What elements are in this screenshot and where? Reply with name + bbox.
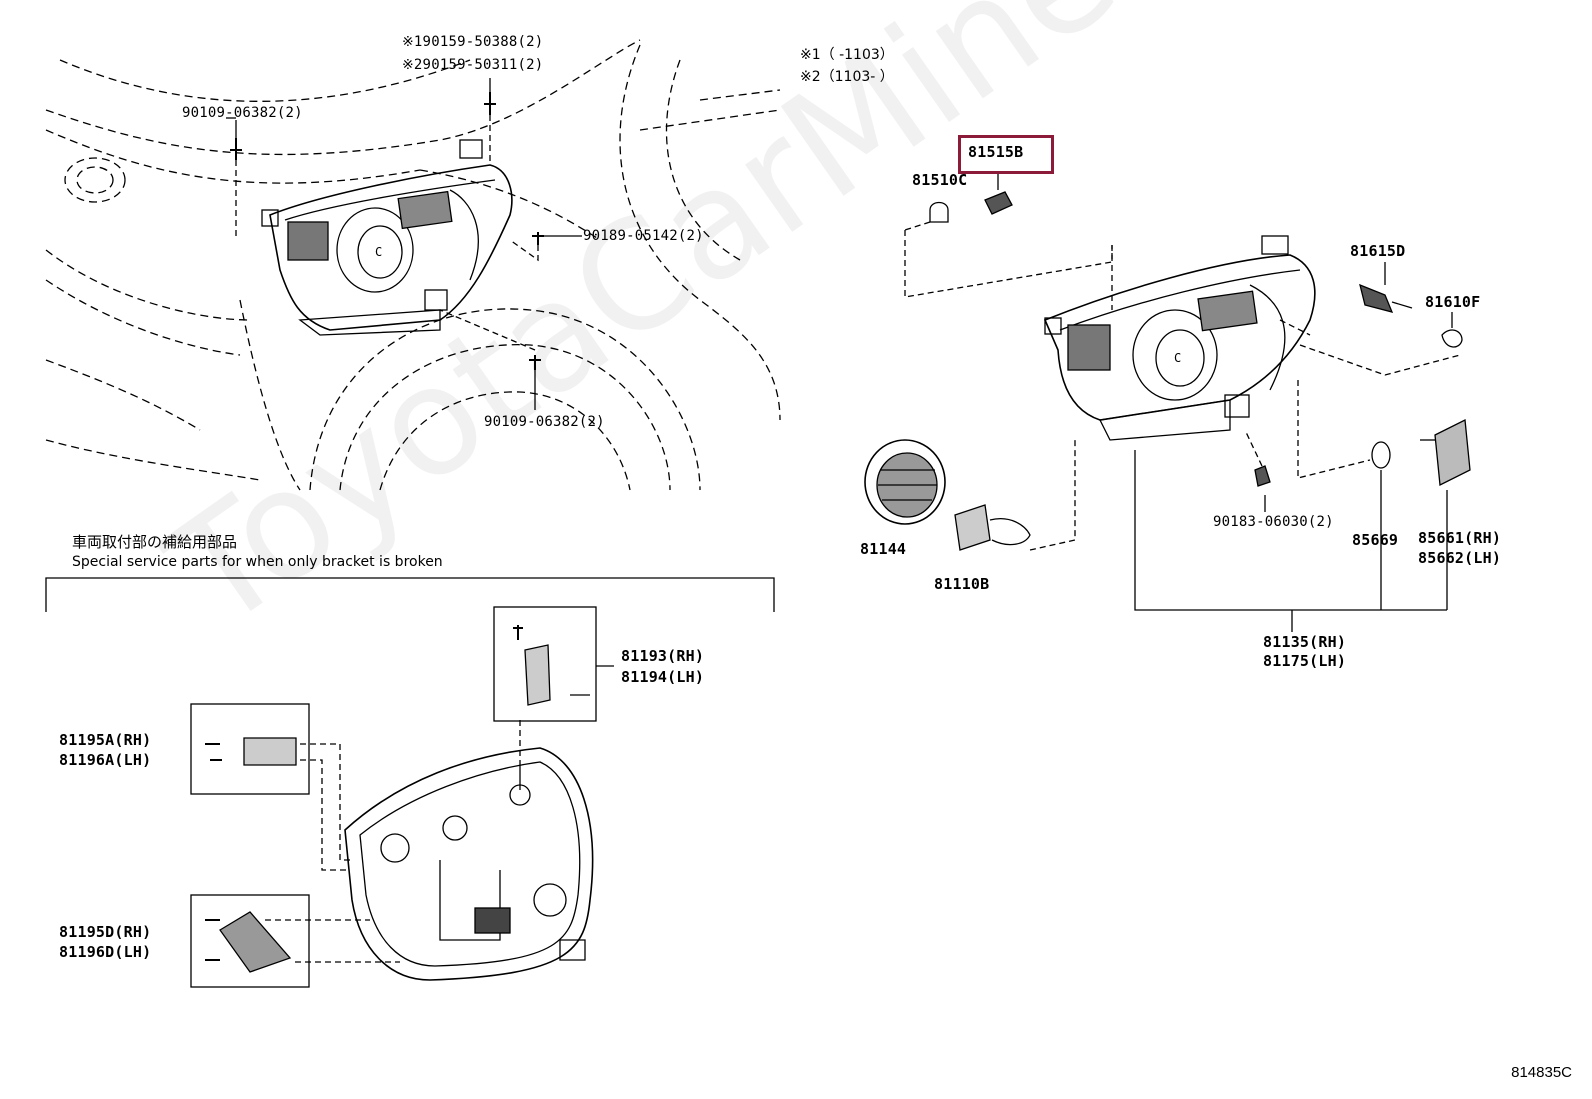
- service-note-en: Special service parts for when only brac…: [72, 554, 443, 570]
- label-81196D[interactable]: 81196D(LH): [59, 943, 152, 961]
- service-parts: [45, 577, 775, 988]
- svg-text:C: C: [375, 245, 382, 259]
- vehicle-front-view: C: [45, 39, 781, 491]
- label-81175[interactable]: 81175(LH): [1263, 652, 1347, 670]
- label-81135[interactable]: 81135(RH): [1263, 633, 1347, 651]
- label-90109-06382-b: 90109-06382(2): [484, 414, 605, 430]
- label-81193[interactable]: 81193(RH): [621, 647, 705, 665]
- label-81610F[interactable]: 81610F: [1425, 293, 1481, 311]
- headlamp-exploded: C: [864, 173, 1471, 632]
- service-note-jp: 車両取付部の補給用部品: [72, 533, 238, 551]
- label-90189-05142: 90189-05142(2): [583, 228, 704, 244]
- diagram-ref-code: 814835C: [1511, 1064, 1572, 1081]
- label-81110B[interactable]: 81110B: [934, 575, 990, 593]
- label-90109-06382-a: 90109-06382(2): [182, 105, 303, 121]
- label-90183-06030[interactable]: 90183-06030(2): [1213, 514, 1334, 530]
- note-2: ※2（1103- ）: [800, 69, 894, 85]
- svg-text:C: C: [1174, 351, 1181, 365]
- label-81515B[interactable]: 81515B: [968, 143, 1024, 161]
- label-81615D[interactable]: 81615D: [1350, 242, 1406, 260]
- label-81196A[interactable]: 81196A(LH): [59, 751, 152, 769]
- label-81144[interactable]: 81144: [860, 540, 907, 558]
- note-1: ※1（ -1103）: [800, 47, 894, 63]
- label-81194[interactable]: 81194(LH): [621, 668, 705, 686]
- label-90159-50311: ※290159-50311(2): [402, 57, 544, 73]
- highlight-81515B: [958, 135, 1054, 174]
- label-85662[interactable]: 85662(LH): [1418, 549, 1502, 567]
- label-90159-50388: ※190159-50388(2): [402, 34, 544, 50]
- label-81195A[interactable]: 81195A(RH): [59, 731, 152, 749]
- label-85661[interactable]: 85661(RH): [1418, 529, 1502, 547]
- label-85669[interactable]: 85669: [1352, 531, 1399, 549]
- label-81510C[interactable]: 81510C: [912, 171, 968, 189]
- label-81195D[interactable]: 81195D(RH): [59, 923, 152, 941]
